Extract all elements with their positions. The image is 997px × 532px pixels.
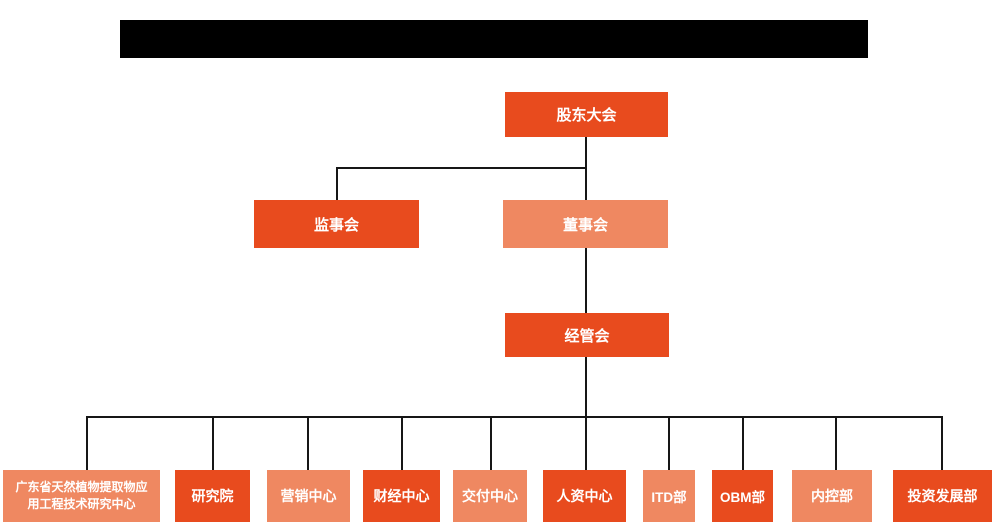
connector-to-supervisory <box>336 167 338 200</box>
node-dept-hr-center: 人资中心 <box>543 470 626 522</box>
node-dept-delivery-center: 交付中心 <box>453 470 527 522</box>
connector-board-to-mgmt <box>585 248 587 313</box>
redacted-title-bar <box>120 20 868 58</box>
node-management-committee: 经管会 <box>505 313 669 357</box>
node-dept-itd: ITD部 <box>643 470 695 522</box>
node-dept-research-institute: 研究院 <box>175 470 250 522</box>
connector-drop-institute <box>212 416 214 470</box>
connector-branch-horizontal <box>336 167 587 169</box>
connector-mgmt-down <box>585 357 587 417</box>
connector-drop-hr <box>585 416 587 470</box>
node-board-of-directors: 董事会 <box>503 200 668 248</box>
node-dept-internal-control: 内控部 <box>792 470 872 522</box>
connector-drop-marketing <box>307 416 309 470</box>
node-dept-investment-development: 投资发展部 <box>893 470 992 522</box>
connector-drop-delivery <box>490 416 492 470</box>
node-dept-finance-center: 财经中心 <box>363 470 440 522</box>
connector-drop-obm <box>742 416 744 470</box>
connector-drop-itd <box>668 416 670 470</box>
node-dept-obm: OBM部 <box>712 470 773 522</box>
node-supervisory-board: 监事会 <box>254 200 419 248</box>
connector-drop-finance <box>401 416 403 470</box>
connector-drop-internal-control <box>835 416 837 470</box>
connector-dept-horizontal <box>86 416 943 418</box>
connector-drop-investment <box>941 416 943 470</box>
connector-drop-research-center <box>86 416 88 470</box>
node-dept-marketing-center: 营销中心 <box>267 470 350 522</box>
node-dept-guangdong-plant-extract-research-center: 广东省天然植物提取物应用工程技术研究中心 <box>3 470 160 522</box>
node-shareholders-meeting: 股东大会 <box>505 92 668 137</box>
